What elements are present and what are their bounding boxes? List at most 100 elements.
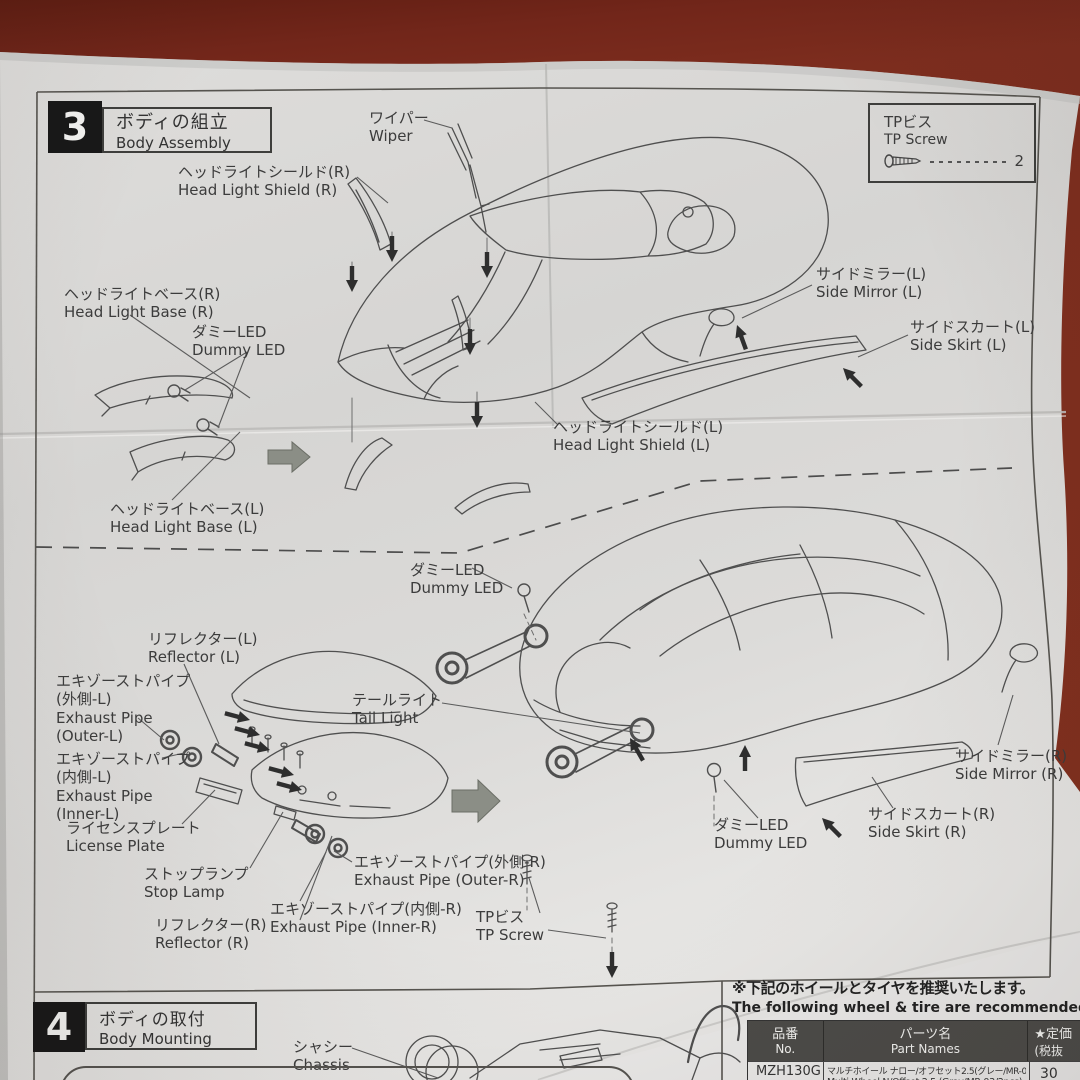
step3-title-box: ボディの組立 Body Assembly (102, 107, 272, 153)
header-part-names-en: Part Names (890, 1042, 961, 1056)
part-label-head-light-shield-l: ヘッドライトシールド(L) Head Light Shield (L) (553, 418, 723, 455)
rear-bumper-assembly-drawing (159, 650, 449, 859)
label-jp: TPビス (476, 908, 525, 926)
part-label-side-mirror-r: サイドミラー(R) Side Mirror (R) (955, 747, 1067, 784)
label-en: Head Light Base (R) (64, 303, 214, 322)
label-en: Head Light Shield (R) (178, 181, 338, 200)
label-jp: リフレクター(R) (155, 916, 267, 934)
part-label-stop-lamp: ストップランプ Stop Lamp (144, 865, 249, 902)
label-en: Reflector (R) (155, 934, 250, 953)
row-no-line1: MZH130G (756, 1064, 821, 1079)
label-en: Wiper (369, 127, 413, 146)
label-jp: サイドスカート(R) (868, 805, 996, 823)
part-label-chassis: シャシー Chassis (293, 1038, 353, 1075)
assembly-arrows (224, 236, 863, 978)
step3-number: 3 (48, 101, 102, 153)
part-label-exhaust-pipe-inner-l: エキゾーストパイプ (内側-L) Exhaust Pipe (Inner-L) (56, 750, 190, 823)
step4-title-jp: ボディの取付 (99, 1009, 206, 1030)
header-part-names-jp: パーツ名 (899, 1027, 952, 1042)
label-en: Exhaust Pipe (56, 708, 153, 727)
gray-arrow-bottom (451, 778, 501, 824)
label-en: Chassis (293, 1056, 350, 1075)
label-jp: ダミーLED (192, 323, 267, 341)
label-en: Exhaust Pipe (Outer-R) (354, 871, 525, 890)
part-label-tp-screw: TPビス TP Screw (476, 908, 544, 945)
recommendation-note-jp: ※下記のホイールとタイヤを推奨いたします。 (732, 979, 1035, 997)
header-price-jp: ★定価 (1034, 1027, 1072, 1042)
step3-header: 3 ボディの組立 Body Assembly (48, 101, 272, 153)
header-no: 品番 No. (748, 1021, 824, 1061)
label-jp: サイドミラー(R) (955, 747, 1068, 765)
label-jp: サイドミラー(L) (816, 265, 927, 283)
gray-step-arrows (267, 440, 501, 824)
table-row: MZH130G -N25 マルチホイール ナロー/オフセット2.5(グレー/MR… (748, 1061, 1080, 1080)
label-jp: ライセンスプレート (66, 819, 201, 837)
label-en: Tail Light (352, 709, 419, 728)
header-no-en: No. (775, 1042, 796, 1056)
label-en: Reflector (L) (148, 648, 240, 667)
part-label-side-skirt-r: サイドスカート(R) Side Skirt (R) (868, 805, 995, 842)
part-label-license-plate: ライセンスプレート License Plate (66, 819, 201, 856)
part-label-tail-light: テールライト Tail Light (352, 691, 442, 728)
step4-panel-outline (60, 1066, 635, 1080)
label-jp: エキゾーストパイプ (56, 750, 191, 768)
tp-screw-box: TPビス TP Screw 2 (868, 103, 1036, 183)
part-label-dummy-led-2: ダミーLED Dummy LED (410, 561, 503, 598)
label-jp: エキゾーストパイプ(外側-R) (354, 853, 546, 871)
part-label-dummy-led-3: ダミーLED Dummy LED (714, 816, 807, 853)
row-part-name-en: Multi Wheel N/Offset 2.5 (Gray/MR-03/2pc… (827, 1077, 1026, 1080)
step3-title-en: Body Assembly (116, 134, 231, 152)
tp-screw-icon (884, 154, 922, 168)
part-label-head-light-base-l: ヘッドライトベース(L) Head Light Base (L) (110, 500, 264, 537)
part-label-dummy-led-1: ダミーLED Dummy LED (192, 323, 285, 360)
label-jp: ストップランプ (144, 865, 249, 883)
label-en: Dummy LED (192, 341, 286, 360)
table-header-row: 品番 No. パーツ名 Part Names ★定価 (税抜 (748, 1021, 1080, 1061)
row-no: MZH130G -N25 (748, 1062, 824, 1080)
label-jp: ダミーLED (714, 816, 789, 834)
row-part-name: マルチホイール ナロー/オフセット2.5(グレー/MR-03/2本入) Mult… (824, 1062, 1030, 1080)
label-en: Side Mirror (L) (816, 283, 923, 302)
part-label-side-skirt-l: サイドスカート(L) Side Skirt (L) (910, 318, 1035, 355)
row-price: 30 (1040, 1066, 1058, 1080)
header-part-names: パーツ名 Part Names (824, 1021, 1029, 1061)
step4-title-en: Body Mounting (99, 1029, 212, 1048)
label-en: Exhaust Pipe (Inner-R) (270, 918, 437, 937)
part-label-exhaust-pipe-outer-r: エキゾーストパイプ(外側-R) Exhaust Pipe (Outer-R) (354, 853, 546, 890)
part-label-head-light-base-r: ヘッドライトベース(R) Head Light Base (R) (64, 285, 220, 322)
label-jp: テールライト (352, 691, 443, 709)
label-jp: ヘッドライトベース(R) (64, 285, 221, 303)
divider-dashed-line (35, 467, 1013, 554)
label-en: Side Mirror (R) (955, 765, 1064, 784)
frame-border (33, 87, 1054, 1080)
chassis-drawing (405, 1004, 741, 1080)
label-en: Dummy LED (714, 834, 808, 853)
label-jp: ヘッドライトシールド(R) (178, 163, 351, 181)
tp-screw-count-row: 2 (884, 152, 1024, 170)
part-label-head-light-shield-r: ヘッドライトシールド(R) Head Light Shield (R) (178, 163, 350, 200)
recommendation-note-en: The following wheel & tire are recommend… (732, 1000, 1080, 1016)
label-en: TP Screw (476, 926, 545, 945)
label-en: Side Skirt (R) (868, 823, 967, 842)
gray-arrow-top (267, 440, 311, 474)
label-jp2: (内側-L) (56, 768, 112, 787)
label-jp: ヘッドライトシールド(L) (553, 418, 724, 436)
label-jp: サイドスカート(L) (910, 318, 1036, 336)
dotted-leader (930, 159, 1009, 163)
part-label-exhaust-pipe-outer-l: エキゾーストパイプ (外側-L) Exhaust Pipe (Outer-L) (56, 672, 190, 745)
label-jp2: (外側-L) (56, 690, 112, 709)
label-jp: ヘッドライトベース(L) (110, 500, 265, 518)
tp-screw-count: 2 (1014, 152, 1024, 170)
label-en2: (Inner-L) (56, 804, 120, 823)
part-label-reflector-r: リフレクター(R) Reflector (R) (155, 916, 267, 953)
part-label-side-mirror-l: サイドミラー(L) Side Mirror (L) (816, 265, 926, 302)
label-leader-lines (129, 119, 1014, 1079)
step4-number: 4 (33, 1002, 85, 1052)
label-jp: エキゾーストパイプ(内側-R) (270, 900, 462, 918)
label-en: Side Skirt (L) (910, 336, 1007, 355)
part-label-exhaust-pipe-inner-r: エキゾーストパイプ(内側-R) Exhaust Pipe (Inner-R) (270, 900, 462, 937)
step4-header: 4 ボディの取付 Body Mounting (33, 1002, 257, 1052)
label-jp: リフレクター(L) (148, 630, 258, 648)
